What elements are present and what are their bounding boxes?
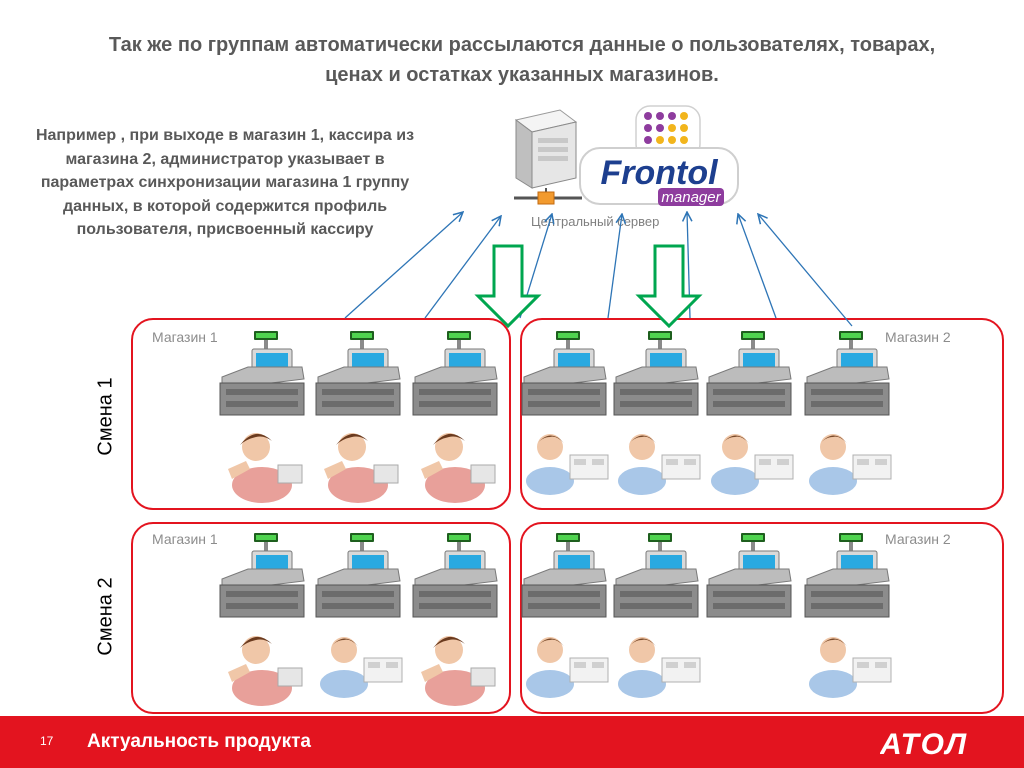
distribution-arrow bbox=[635, 244, 703, 329]
atol-logo: АТОЛ bbox=[880, 728, 968, 759]
store-label: Магазин 1 bbox=[152, 329, 218, 345]
store-box-shift1-store1 bbox=[131, 318, 511, 510]
frontol-manager-logo: Frontol manager bbox=[579, 105, 739, 206]
server-caption: Центральный сервер bbox=[531, 214, 660, 229]
logo-text-manager: manager bbox=[661, 189, 721, 206]
server-icon bbox=[514, 109, 582, 205]
store-box-shift2-store2 bbox=[520, 522, 1004, 714]
page-number: 17 bbox=[40, 734, 54, 748]
shift-label: Смена 2 bbox=[94, 577, 117, 656]
atol-logo-text: АТОЛ bbox=[880, 728, 968, 759]
slide-title: Так же по группам автоматически рассылаю… bbox=[108, 34, 936, 86]
footer-bar: 17 Актуальность продукта АТОЛ bbox=[0, 716, 1024, 768]
sync-arrow bbox=[519, 214, 552, 319]
store-label: Магазин 2 bbox=[885, 531, 951, 547]
distribution-arrow bbox=[474, 244, 542, 329]
example-note: Например , при выходе в магазин 1, касси… bbox=[35, 127, 415, 238]
store-box-shift2-store1 bbox=[131, 522, 511, 714]
store-box-shift1-store2 bbox=[520, 318, 1004, 510]
sync-arrow bbox=[758, 214, 853, 327]
sync-arrow bbox=[687, 212, 690, 319]
logo-text-frontol: Frontol bbox=[600, 154, 719, 192]
sync-arrow bbox=[738, 214, 777, 319]
store-label: Магазин 1 bbox=[152, 531, 218, 547]
sync-arrow bbox=[607, 214, 622, 319]
store-label: Магазин 2 bbox=[885, 329, 951, 345]
footer-title: Актуальность продукта bbox=[87, 731, 311, 752]
shift-label: Смена 1 bbox=[94, 377, 117, 456]
